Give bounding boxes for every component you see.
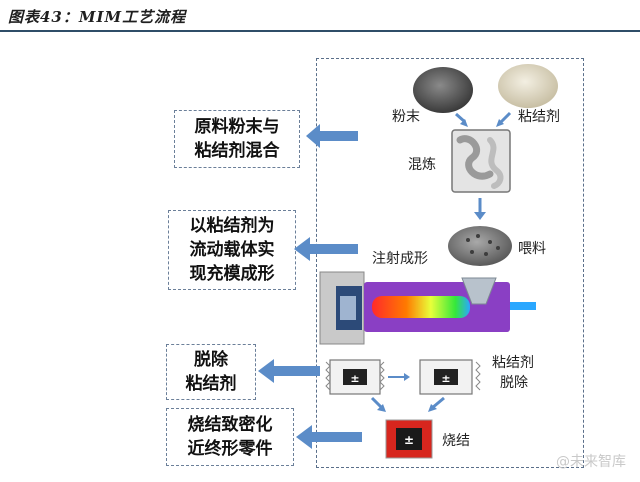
step-molding-line-1: 以粘结剂为 — [189, 216, 275, 236]
watermark: @未来智库 — [556, 454, 626, 470]
svg-text:±: ± — [404, 433, 414, 447]
label-debinding-line-1: 粘结剂 — [492, 355, 534, 371]
connector-arrow-debinding — [258, 359, 320, 383]
step-box-mixing: 原料粉末与 粘结剂混合 — [174, 110, 300, 168]
label-binder: 粘结剂 — [518, 109, 560, 125]
arrow-binder-to-mixer — [496, 111, 512, 127]
label-powder: 粉末 — [392, 109, 420, 125]
step-debinding-line-1: 脱除 — [194, 350, 228, 370]
arrow-debinding — [388, 373, 410, 381]
figure-title: 图表43：MIM工艺流程 — [8, 8, 187, 26]
step-debinding-line-2: 粘结剂 — [185, 374, 237, 394]
step-sintering-line-2: 近终形零件 — [187, 439, 273, 459]
arrow-mixer-to-feedstock — [474, 198, 486, 220]
arrow-powder-to-mixer — [455, 112, 468, 127]
step-mixing-line-1: 原料粉末与 — [194, 117, 280, 137]
step-molding-line-3: 现充模成形 — [189, 264, 275, 284]
step-mixing-line-2: 粘结剂混合 — [194, 141, 280, 161]
step-box-debinding: 脱除 粘结剂 — [166, 344, 256, 400]
connector-arrow-sintering — [296, 425, 362, 449]
title-rule — [0, 30, 640, 32]
label-sintering: 烧结 — [442, 433, 470, 449]
arrow-to-sintering-left — [370, 396, 386, 412]
step-molding-line-2: 流动载体实 — [189, 240, 275, 260]
arrow-to-sintering-right — [428, 396, 445, 412]
green-part-before-debinding: ± — [325, 359, 385, 395]
sintered-part: ± — [385, 419, 433, 459]
connector-arrow-mixing — [306, 124, 358, 148]
brown-part-after-debinding: ± — [419, 359, 481, 395]
mixer-kneader — [451, 129, 511, 193]
label-injection: 注射成形 — [372, 251, 428, 267]
svg-text:±: ± — [350, 372, 359, 385]
feedstock-pile — [448, 226, 512, 266]
connector-arrow-molding — [294, 237, 358, 261]
step-box-sintering: 烧结致密化 近终形零件 — [166, 408, 294, 466]
step-box-molding: 以粘结剂为 流动载体实 现充模成形 — [168, 210, 296, 290]
metal-powder-pile — [413, 67, 473, 113]
label-mixing: 混炼 — [408, 157, 436, 173]
injection-machine — [319, 271, 536, 345]
binder-pile — [498, 64, 558, 108]
label-feedstock: 喂料 — [518, 241, 546, 257]
label-debinding-line-2: 脱除 — [500, 375, 528, 391]
process-frame — [316, 58, 584, 468]
svg-text:±: ± — [441, 372, 450, 385]
step-sintering-line-1: 烧结致密化 — [187, 415, 273, 435]
